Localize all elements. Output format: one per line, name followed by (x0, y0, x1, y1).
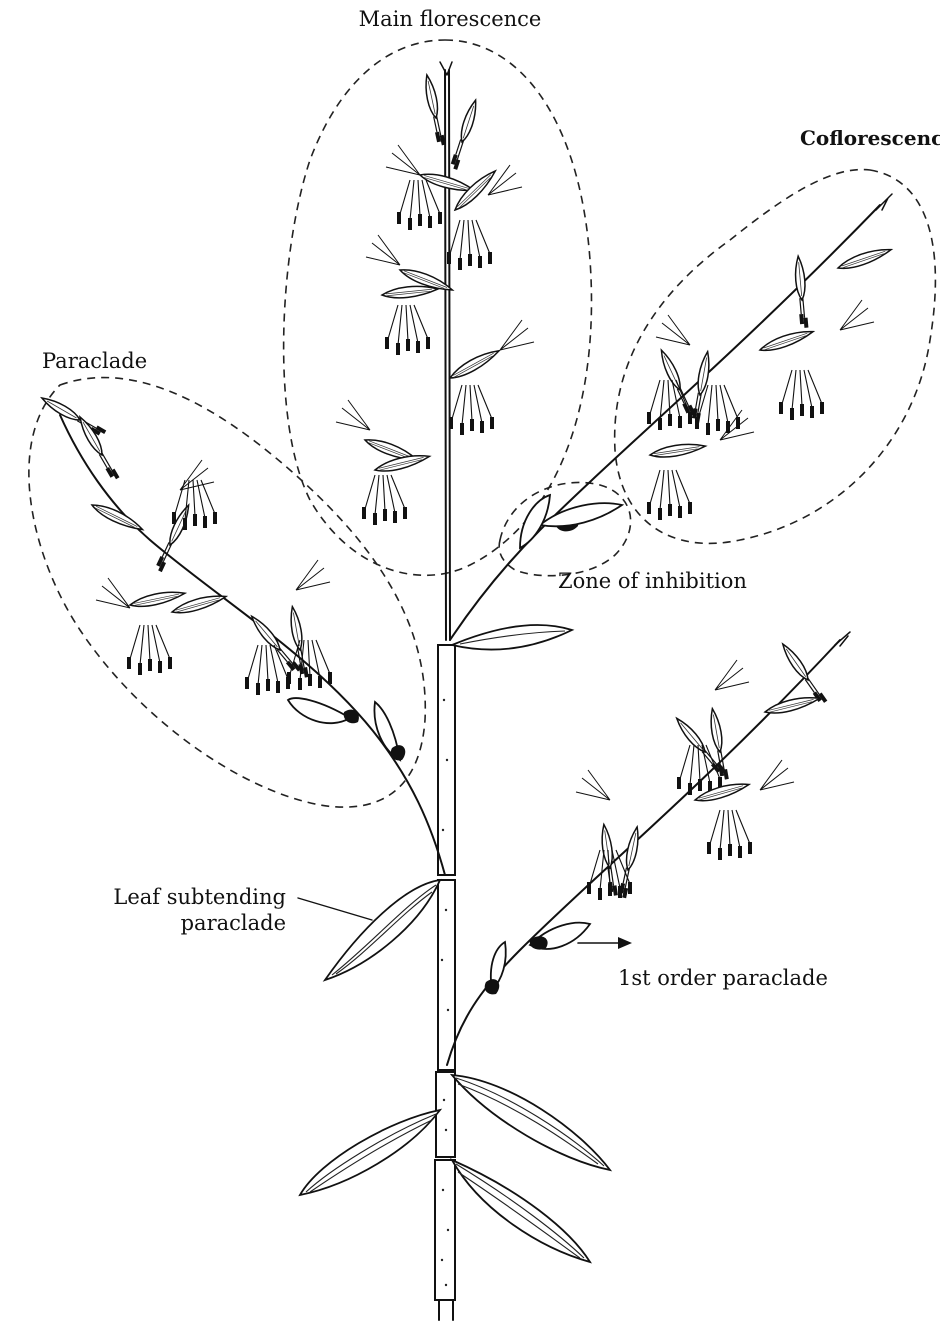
label-leaf-subtending-1: Leaf subtending (113, 885, 286, 909)
label-paraclade: Paraclade (42, 349, 147, 373)
label-leaf-subtending-2: paraclade (181, 911, 286, 935)
label-coflorescence: Coflorescence (800, 126, 940, 150)
leaf-subtending-pointer (298, 898, 372, 920)
leaf-subtending-paraclade (325, 880, 440, 980)
main-culm (435, 70, 455, 1320)
label-first-order-paraclade: 1st order paraclade (618, 966, 828, 990)
label-main-florescence: Main florescence (359, 7, 542, 31)
main-florescence (336, 62, 534, 525)
first-order-paraclade-arrow (578, 937, 632, 949)
first-order-paraclade-branch (447, 632, 850, 1065)
upper-stem-leaf (452, 625, 572, 650)
label-zone-of-inhibition: Zone of inhibition (558, 569, 747, 593)
